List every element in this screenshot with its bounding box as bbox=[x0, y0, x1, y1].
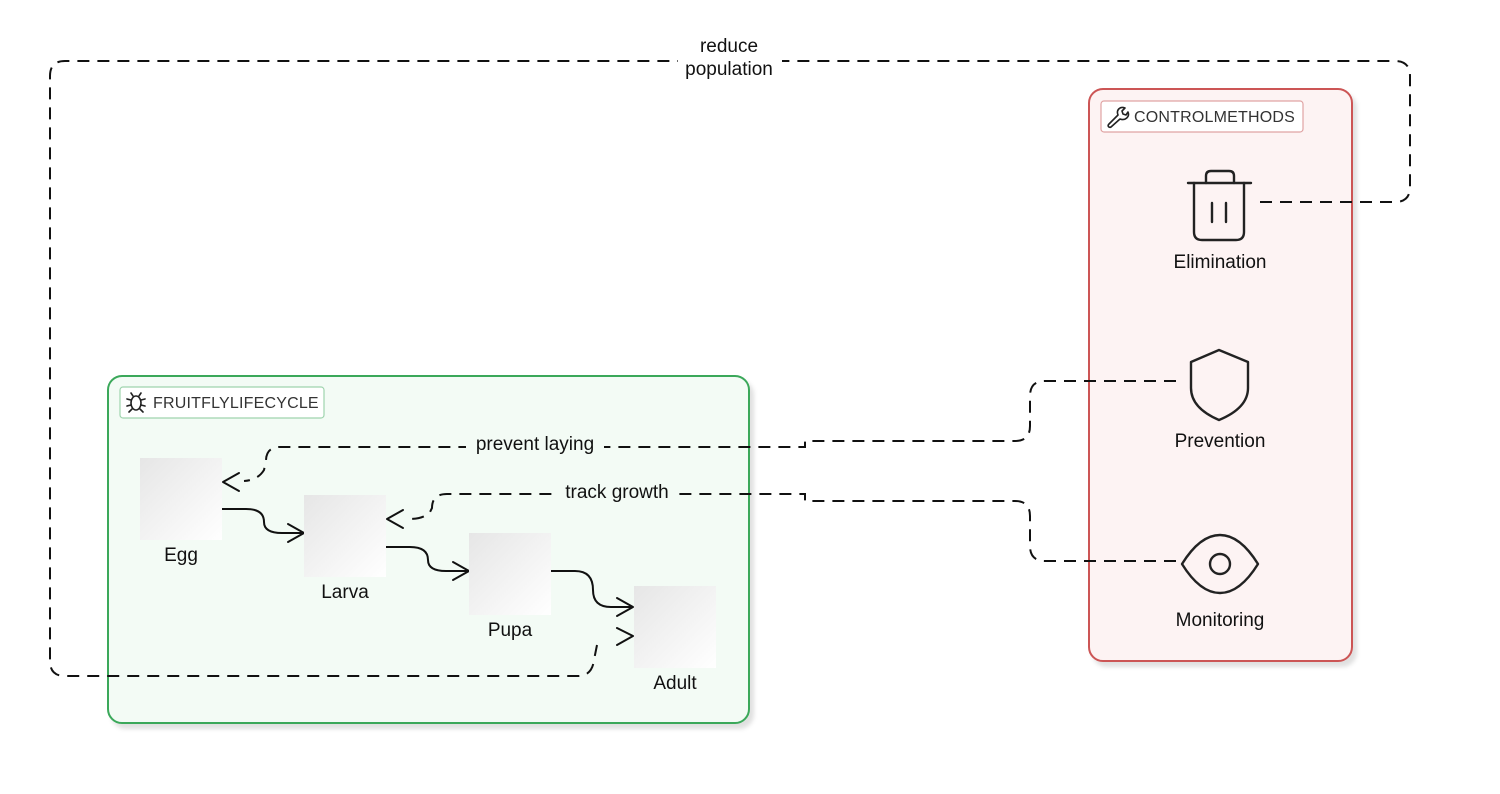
arrowhead-egg-prevent bbox=[222, 472, 240, 492]
stage-node-egg[interactable]: Egg bbox=[140, 458, 222, 566]
elimination-label: Elimination bbox=[1174, 252, 1267, 273]
pupa-shape bbox=[469, 533, 551, 615]
stage-node-larva[interactable]: Larva bbox=[304, 495, 386, 603]
pupa-label: Pupa bbox=[488, 620, 533, 641]
edge-label-reduce-line2: population bbox=[685, 59, 773, 80]
edge-prevent-laying bbox=[243, 380, 1176, 482]
group-control-tag bbox=[1100, 100, 1304, 133]
edge-label-track: track growth bbox=[565, 482, 668, 503]
group-control-frame bbox=[1088, 88, 1353, 662]
edge-label-prevent-bg bbox=[466, 432, 604, 456]
prevention-label: Prevention bbox=[1175, 431, 1266, 452]
group-lifecycle-label: FRUITFLYLIFECYCLE bbox=[153, 395, 319, 412]
method-node-prevention[interactable]: Prevention bbox=[1175, 348, 1266, 452]
edge-label-prevent: prevent laying bbox=[476, 434, 594, 455]
monitoring-label: Monitoring bbox=[1176, 610, 1265, 631]
edge-label-reduce-line1: reduce bbox=[700, 36, 758, 57]
arrowhead-adult-reduce bbox=[616, 627, 634, 646]
group-control-label: CONTROLMETHODS bbox=[1134, 109, 1295, 126]
arrowhead-adult bbox=[616, 597, 634, 617]
method-node-elimination[interactable]: Elimination bbox=[1174, 169, 1267, 273]
shield-icon bbox=[1189, 348, 1250, 422]
group-control-methods: CONTROLMETHODS bbox=[1088, 88, 1353, 662]
edge-label-reduce-bg bbox=[678, 34, 782, 80]
stage-node-pupa[interactable]: Pupa bbox=[469, 533, 551, 641]
stage-node-adult[interactable]: Adult bbox=[634, 586, 716, 694]
group-lifecycle-frame bbox=[107, 375, 750, 724]
egg-label: Egg bbox=[164, 545, 198, 566]
wrench-icon bbox=[1107, 106, 1130, 129]
bug-icon bbox=[126, 392, 146, 413]
edge-pupa-adult bbox=[551, 570, 633, 608]
group-fruitfly-lifecycle: FRUITFLYLIFECYCLE bbox=[107, 375, 750, 724]
arrowhead-larva-track bbox=[386, 509, 404, 529]
adult-shape bbox=[634, 586, 716, 668]
larva-shape bbox=[304, 495, 386, 577]
egg-shape bbox=[140, 458, 222, 540]
larva-label: Larva bbox=[321, 582, 369, 603]
edge-track-growth bbox=[408, 493, 1176, 562]
edge-egg-larva bbox=[222, 508, 304, 534]
group-lifecycle-tag bbox=[119, 386, 325, 419]
trash-icon bbox=[1186, 169, 1253, 242]
edge-larva-pupa bbox=[386, 546, 469, 572]
edge-label-track-bg bbox=[556, 480, 678, 504]
method-node-monitoring[interactable]: Monitoring bbox=[1176, 533, 1265, 631]
eye-icon bbox=[1180, 533, 1260, 595]
adult-label: Adult bbox=[653, 673, 697, 694]
